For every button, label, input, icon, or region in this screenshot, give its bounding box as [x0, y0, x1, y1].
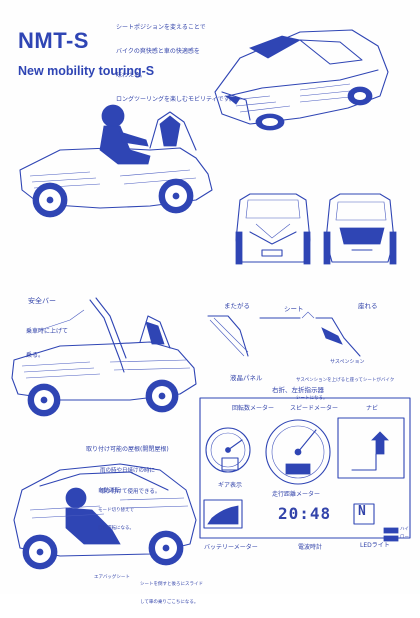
seat-diagram	[207, 311, 361, 357]
suspension-note: サスペンションを上げると座ってシートがバイク シートになる。	[296, 366, 394, 414]
vehicle-safety-bar-sketch	[11, 297, 197, 417]
airbag-seat-label: エアバッグシート	[94, 575, 130, 580]
design-subtitle: New mobility touring-S	[18, 64, 155, 78]
seat-label: シート	[284, 305, 304, 313]
concept-line-3: 味わえる。	[116, 72, 146, 79]
vehicle-front-sketch	[235, 193, 311, 265]
suspension-label: サスペンション	[330, 359, 365, 365]
safety-bar-note: 乗車時に上げて 乗る。	[26, 312, 68, 376]
auto-note-line-2: 自動運転になる。	[98, 526, 134, 531]
auto-note-line-1: モード切り替えで	[98, 508, 134, 513]
gear-indicator: N	[358, 504, 366, 519]
low-beam-label: ロー	[400, 535, 409, 540]
sketch-layer	[11, 29, 411, 570]
vehicle-canopy-sketch	[13, 463, 197, 570]
clock-display: 20:48	[278, 504, 332, 523]
vehicle-side-rider-sketch	[19, 104, 213, 218]
auto-drive-label: 自動運転	[98, 488, 121, 494]
roof-note-line-1: 雨の時や日焼けの時に	[100, 468, 156, 474]
safety-note-line-1: 乗車時に上げて	[26, 328, 69, 335]
straddle-label: またがる	[224, 302, 250, 310]
seat-note-line-1: シートを倒すと後ろにスライド	[140, 582, 203, 587]
concept-line-2: バイクの爽快感と車の快適感を	[116, 48, 200, 55]
roof-label: 取り付け可能の屋根(開閉屋根)	[86, 446, 169, 453]
high-beam-label: ハイ	[400, 527, 409, 532]
vehicle-three-quarter-sketch	[214, 29, 389, 131]
concept-note: シートポジションを変えることで バイクの爽快感と車の快適感を 味わえる。 ロング…	[116, 8, 235, 120]
battery-meter-label: バッテリーメーター	[204, 544, 258, 551]
trip-meter-label: 走行距離メーター	[272, 491, 321, 498]
suspension-note-line-2: シートになる。	[296, 396, 328, 401]
suspension-note-line-1: サスペンションを上げると座ってシートがバイク	[296, 378, 395, 383]
seat-slide-note: シートを倒すと後ろにスライド して車の乗りごこちになる。	[140, 570, 203, 618]
auto-drive-note: モード切り替えで 自動運転になる。	[98, 496, 134, 544]
roof-note: 雨の時や日焼けの時に 取り付けて使用できる。	[100, 454, 160, 510]
sit-label: 座れる	[358, 302, 378, 310]
design-sheet: NMT-S New mobility touring-S シートポジションを変え…	[11, 8, 411, 605]
lcd-panel-label: 液晶パネル	[230, 374, 263, 382]
seat-note-line-2: して車の乗りごこちになる。	[140, 600, 199, 605]
concept-line-1: シートポジションを変えることで	[116, 24, 206, 31]
roof-note-line-2: 取り付けて使用できる。	[100, 489, 161, 495]
turn-signal-label: 右折、左折指示器	[272, 386, 324, 394]
concept-line-4: ロングツーリングを楽しむモビリティです。	[116, 96, 236, 103]
led-light-label: LEDライト	[360, 542, 390, 549]
speedometer-label: スピードメーター	[290, 405, 339, 412]
navigation-label: ナビ	[366, 405, 379, 412]
vehicle-rear-sketch	[323, 193, 397, 265]
gear-display-label: ギア表示	[218, 482, 243, 489]
clock-label: 電波時計	[298, 544, 323, 551]
dashboard-panel-sketch	[199, 397, 411, 542]
safety-bar-label: 安全バー	[28, 297, 56, 305]
safety-note-line-2: 乗る。	[26, 352, 45, 359]
design-title: NMT-S	[18, 28, 89, 53]
tachometer-label: 回転数メーター	[232, 405, 275, 412]
